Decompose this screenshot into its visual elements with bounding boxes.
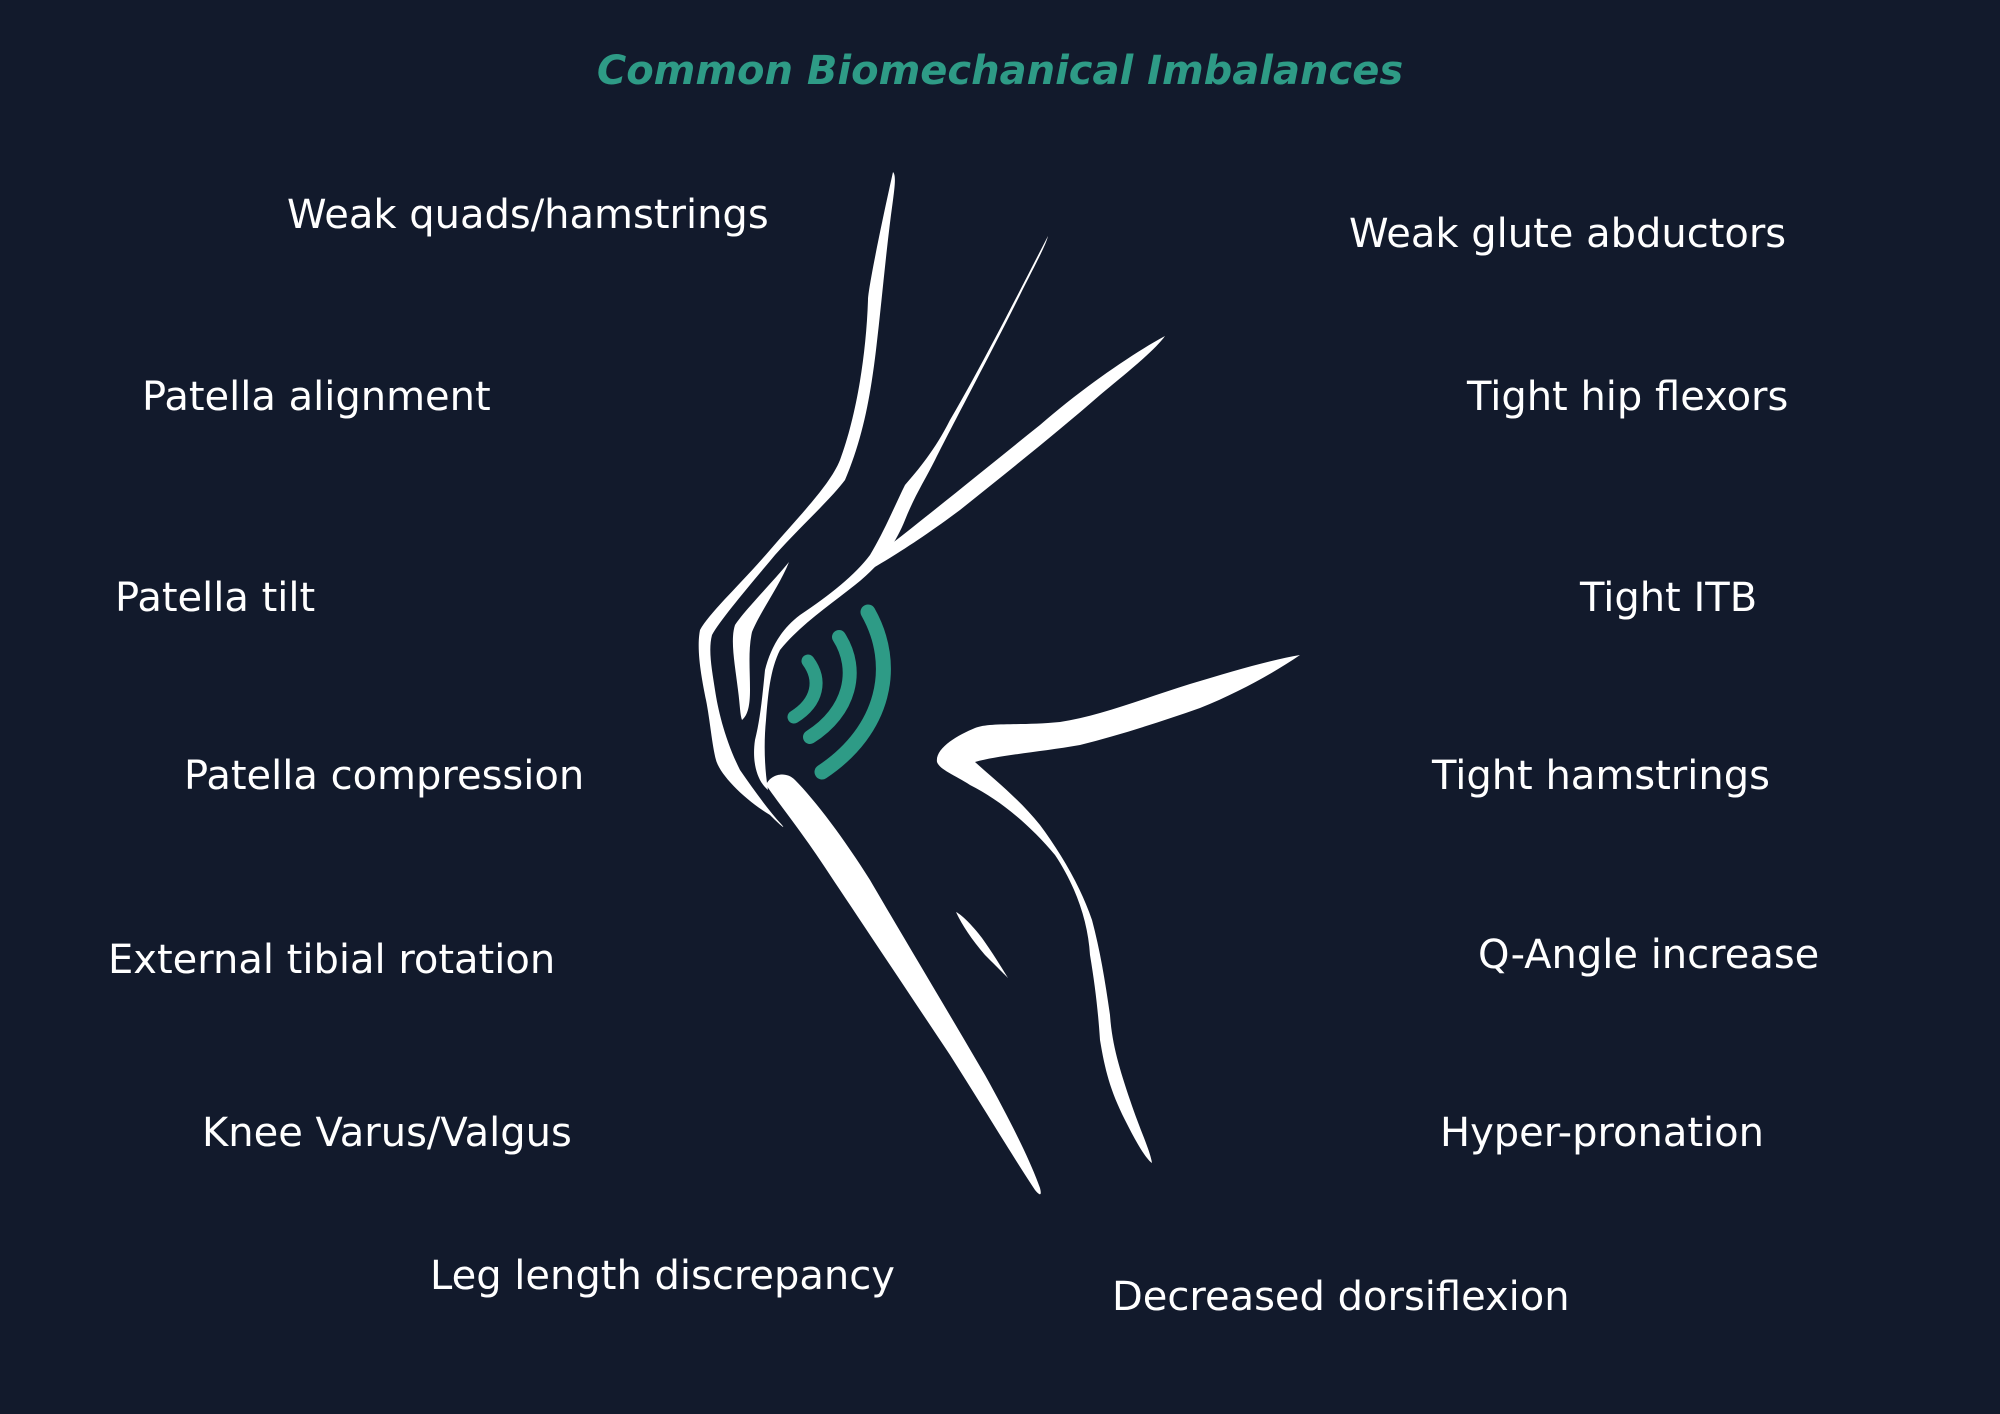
pain-wave-arcs: [787, 604, 891, 780]
label-tight-hip-flexors: Tight hip flexors: [1467, 374, 1789, 420]
calf-small-line: [956, 912, 1008, 978]
label-external-tibial-rotation: External tibial rotation: [108, 937, 556, 983]
pain-wave-large: [814, 604, 891, 780]
label-tight-itb: Tight ITB: [1580, 575, 1758, 621]
label-q-angle-increase: Q-Angle increase: [1478, 932, 1820, 978]
label-hyper-pronation: Hyper-pronation: [1440, 1110, 1764, 1156]
thigh-back-line: [754, 236, 1048, 790]
label-patella-alignment: Patella alignment: [142, 374, 491, 420]
label-decreased-dorsiflexion: Decreased dorsiflexion: [1112, 1274, 1570, 1320]
diagram-title: Common Biomechanical Imbalances: [596, 48, 1404, 94]
label-leg-length-discrepancy: Leg length discrepancy: [430, 1253, 895, 1299]
thigh-front-line: [698, 172, 895, 827]
label-weak-glute-abductors: Weak glute abductors: [1349, 211, 1787, 257]
label-patella-compression: Patella compression: [184, 753, 585, 799]
label-patella-tilt: Patella tilt: [115, 575, 316, 621]
pain-wave-medium: [803, 630, 857, 744]
pain-wave-small: [787, 654, 823, 724]
label-weak-quads-hamstrings: Weak quads/hamstrings: [287, 192, 769, 238]
patella-inner-line: [732, 562, 789, 720]
label-tight-hamstrings: Tight hamstrings: [1432, 753, 1770, 799]
knee-outline: [698, 172, 1300, 1195]
shin-front-line: [766, 774, 1041, 1195]
thigh-diagonal-line: [860, 336, 1165, 575]
label-knee-varus-valgus: Knee Varus/Valgus: [202, 1110, 572, 1156]
